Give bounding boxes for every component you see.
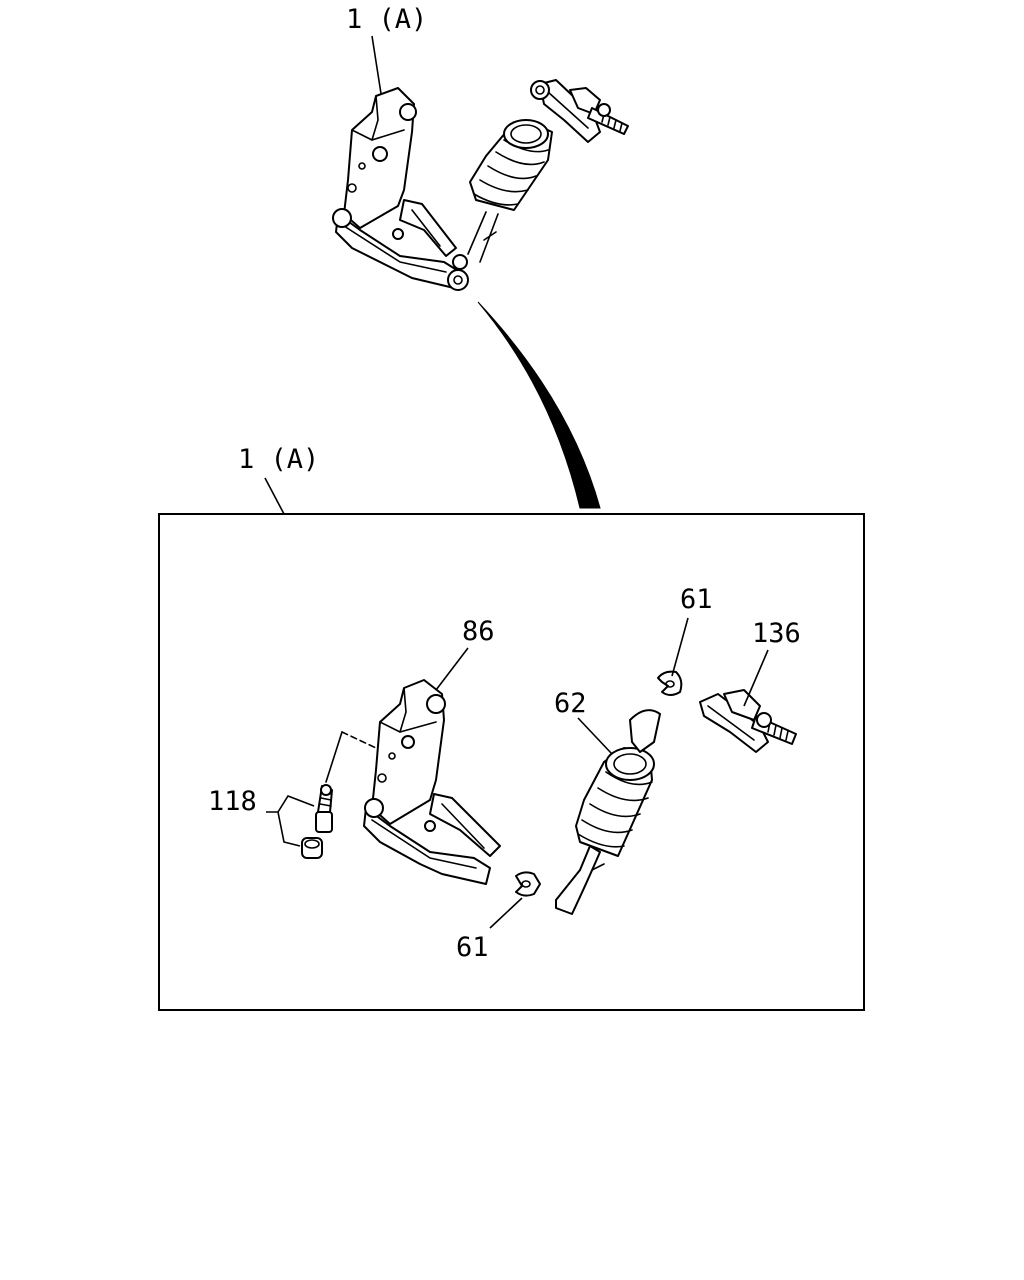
bolt-nut-118	[301, 784, 333, 859]
rod-end-assembled	[530, 79, 629, 143]
leader-boot	[577, 717, 613, 755]
bracket-assembled	[332, 87, 469, 291]
detail-frame	[158, 513, 865, 1011]
callout-clip-upper: 61	[680, 584, 713, 615]
bolt-alignment-line	[325, 731, 343, 783]
clip-61-upper	[657, 670, 683, 696]
callout-clip-lower: 61	[456, 932, 489, 963]
boot-62	[555, 709, 661, 915]
leader-assembly-top	[371, 35, 383, 101]
assembly-top-view: 1 (A)	[332, 4, 629, 291]
callout-rod-end: 136	[752, 618, 801, 649]
leader-bolt-nut	[266, 795, 315, 847]
leader-bracket	[435, 647, 469, 691]
clip-61-lower	[515, 871, 541, 897]
rod-end-136	[699, 689, 797, 753]
callout-assembly-box: 1 (A)	[238, 444, 319, 475]
detail-box: 1 (A) 86 118	[158, 444, 865, 1011]
leader-clip-upper	[671, 617, 689, 677]
boot-assembled	[467, 119, 553, 263]
callout-boot: 62	[554, 688, 587, 719]
bracket-86	[363, 679, 501, 885]
leader-rod-end	[743, 649, 769, 707]
leader-assembly-box	[264, 477, 285, 515]
leader-clip-lower	[489, 897, 523, 929]
bolt-alignment-line-2	[341, 731, 377, 749]
detail-pointer	[477, 301, 601, 509]
callout-bolt-nut: 118	[208, 786, 257, 817]
callout-assembly-top: 1 (A)	[346, 4, 427, 35]
callout-bracket: 86	[462, 616, 495, 647]
